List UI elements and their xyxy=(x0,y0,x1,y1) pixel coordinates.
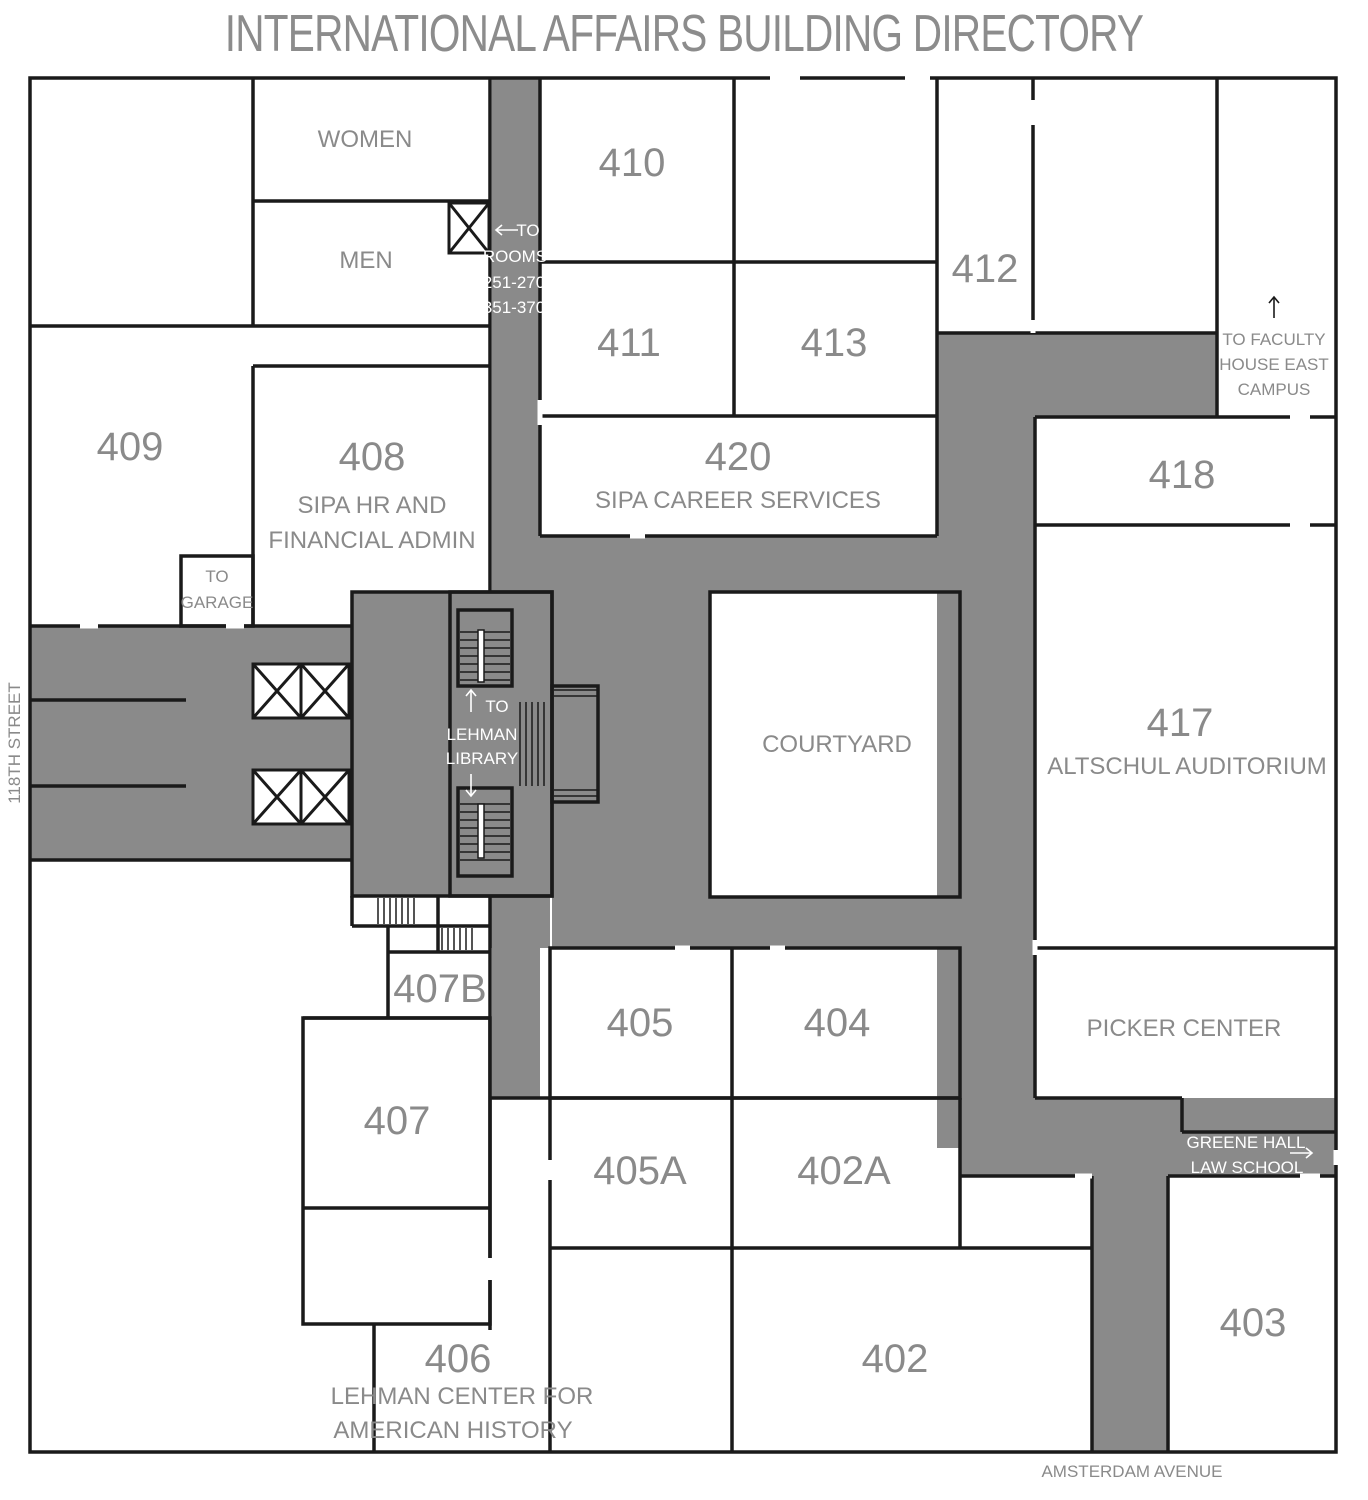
elevator-icon xyxy=(251,662,351,720)
direction-labels: TO ROOMS 251-270 351-370 TO FACULTY HOUS… xyxy=(5,221,1329,1481)
stairs-icon xyxy=(377,631,598,950)
to-rooms-line3: 251-270 xyxy=(483,273,545,292)
room-420-label: 420 xyxy=(705,435,772,479)
corridors xyxy=(30,78,1336,1452)
room-women-label: WOMEN xyxy=(318,126,413,153)
room-412-label: 412 xyxy=(952,247,1019,291)
faculty-house-line2: HOUSE EAST xyxy=(1219,355,1329,374)
room-406-name-line1: LEHMAN CENTER FOR xyxy=(331,1383,594,1410)
arrow-up-icon xyxy=(1268,295,1280,318)
room-408-name-line2: FINANCIAL ADMIN xyxy=(268,527,475,554)
arrow-right-icon xyxy=(1290,1147,1314,1159)
118th-street-label: 118TH STREET xyxy=(5,682,24,804)
to-rooms-line4: 351-370 xyxy=(483,298,545,317)
room-408-name-line1: SIPA HR AND xyxy=(298,492,447,519)
room-408-label: 408 xyxy=(339,435,406,479)
room-413-label: 413 xyxy=(801,321,868,365)
room-420-name: SIPA CAREER SERVICES xyxy=(595,487,881,514)
amsterdam-avenue-label: AMSTERDAM AVENUE xyxy=(1041,1462,1222,1481)
room-407b-label: 407B xyxy=(393,967,486,1011)
elevator-icon xyxy=(447,201,491,255)
elevators xyxy=(251,201,491,826)
elevator-icon xyxy=(251,768,351,826)
greene-hall-line1: GREENE HALL xyxy=(1186,1133,1305,1152)
room-411-label: 411 xyxy=(597,321,661,365)
room-417-name: ALTSCHUL AUDITORIUM xyxy=(1047,753,1327,780)
room-407-label: 407 xyxy=(364,1099,431,1143)
picker-center-label: PICKER CENTER xyxy=(1087,1015,1282,1042)
to-garage-line2: GARAGE xyxy=(181,593,254,612)
room-men-label: MEN xyxy=(339,247,392,274)
to-rooms-line2: ROOMS xyxy=(483,247,547,266)
room-403-label: 403 xyxy=(1220,1301,1287,1345)
room-418-label: 418 xyxy=(1149,453,1216,497)
room-labels: WOMEN MEN 410 411 413 412 420 SIPA CAREE… xyxy=(97,126,1327,1444)
arrow-left-icon xyxy=(494,224,518,236)
to-rooms-line1: TO xyxy=(516,221,539,240)
lehman-library-line1: TO xyxy=(485,697,508,716)
room-406-label: 406 xyxy=(425,1337,492,1381)
room-417-label: 417 xyxy=(1147,701,1214,745)
room-404-label: 404 xyxy=(804,1001,871,1045)
room-409-label: 409 xyxy=(97,425,164,469)
lehman-library-line3: LIBRARY xyxy=(446,749,518,768)
door-gaps xyxy=(80,75,1339,1280)
greene-hall-line2: LAW SCHOOL xyxy=(1191,1158,1304,1177)
room-410-label: 410 xyxy=(599,141,666,185)
arrows xyxy=(465,224,1314,1159)
arrow-up-icon xyxy=(465,688,477,712)
map-title: INTERNATIONAL AFFAIRS BUILDING DIRECTORY xyxy=(224,5,1144,63)
faculty-house-line1: TO FACULTY xyxy=(1222,330,1325,349)
courtyard-label: COURTYARD xyxy=(762,731,912,758)
arrow-down-icon xyxy=(465,774,477,798)
to-garage-line1: TO xyxy=(205,567,228,586)
lehman-library-line2: LEHMAN xyxy=(447,725,518,744)
faculty-house-line3: CAMPUS xyxy=(1238,380,1311,399)
room-406-name-line2: AMERICAN HISTORY xyxy=(333,1417,572,1444)
room-402a-label: 402A xyxy=(797,1149,891,1193)
room-405a-label: 405A xyxy=(593,1149,687,1193)
walls xyxy=(28,76,1338,1454)
room-402-label: 402 xyxy=(862,1337,929,1381)
room-405-label: 405 xyxy=(607,1001,674,1045)
